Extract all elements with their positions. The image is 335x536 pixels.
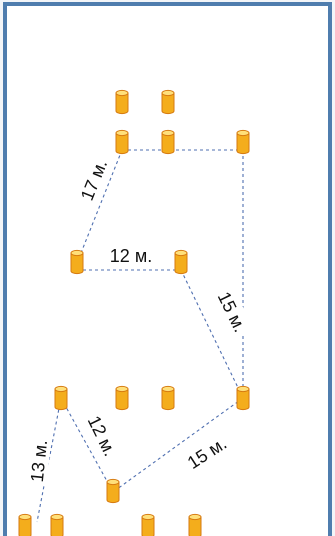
post-icon bbox=[174, 249, 188, 275]
label-13m: 13 м. bbox=[27, 439, 51, 483]
post-icon bbox=[236, 129, 250, 155]
post-icon bbox=[18, 513, 32, 536]
post-icon bbox=[141, 513, 155, 536]
post-icon bbox=[188, 513, 202, 536]
label-12m-horizontal: 12 м. bbox=[110, 246, 152, 266]
post-icon bbox=[54, 385, 68, 411]
post-icon bbox=[161, 129, 175, 155]
post-icon bbox=[115, 385, 129, 411]
connector-17 bbox=[76, 149, 123, 264]
post-icon bbox=[115, 89, 129, 115]
post-icon bbox=[161, 385, 175, 411]
connector-15-bottom bbox=[112, 397, 244, 493]
post-icon bbox=[106, 478, 120, 504]
post-icon bbox=[161, 89, 175, 115]
post-icon bbox=[236, 385, 250, 411]
post-icon bbox=[50, 513, 64, 536]
post-icon bbox=[70, 249, 84, 275]
post-icon bbox=[115, 129, 129, 155]
cylinder-posts bbox=[18, 89, 250, 536]
